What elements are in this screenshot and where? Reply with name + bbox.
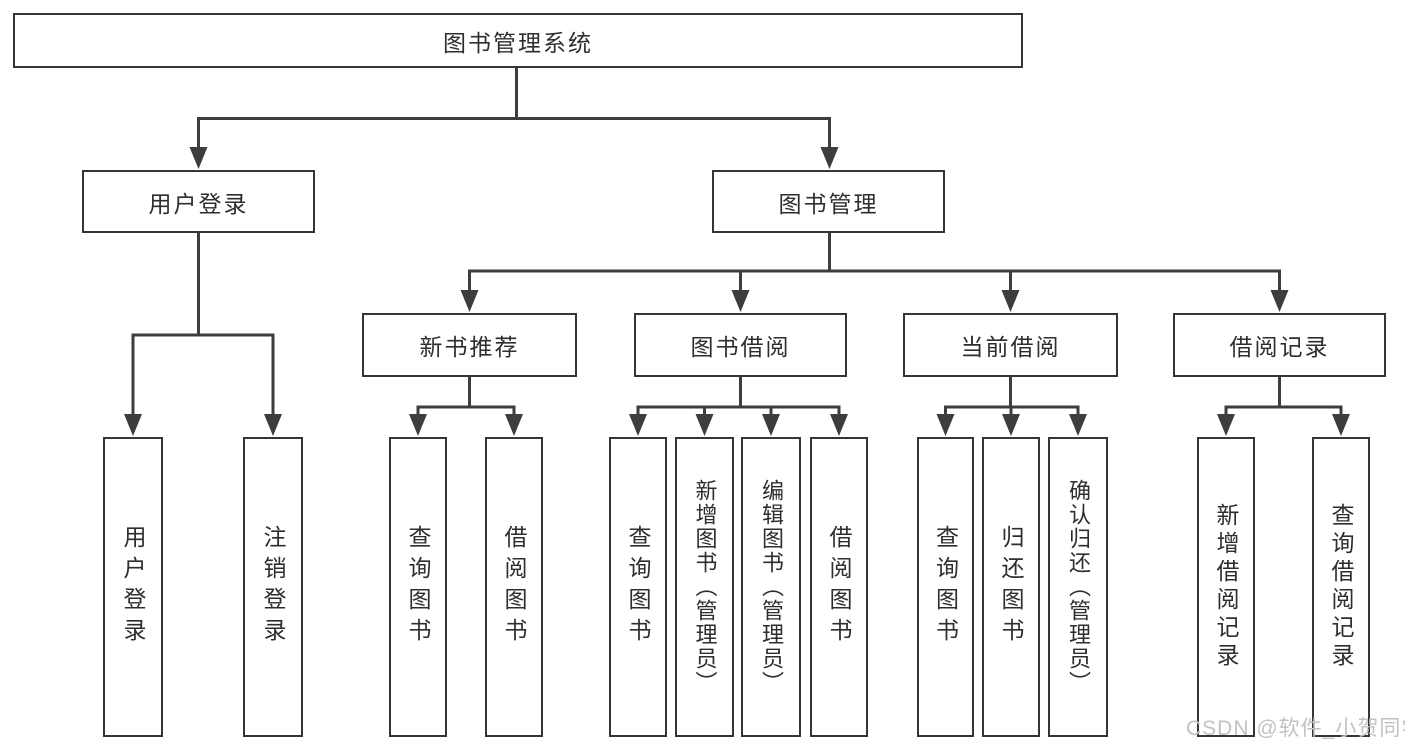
node-book-borrow-label: 图书借阅 — [690, 334, 791, 360]
leaf-add-borrow-record: 新增借阅记录 — [1197, 437, 1255, 737]
leaf-confirm-return-admin: 确认归还（管理员） — [1048, 437, 1108, 737]
leaf-query-books-borrow: 查询图书 — [609, 437, 667, 737]
leaf-query-books-current-label: 查询图书 — [932, 525, 959, 649]
leaf-query-books-borrow-label: 查询图书 — [625, 525, 651, 649]
node-borrow-records: 借阅记录 — [1173, 313, 1386, 377]
node-current-borrow-label: 当前借阅 — [960, 334, 1061, 360]
leaf-edit-book-admin: 编辑图书（管理员） — [741, 437, 801, 737]
node-book-management-label: 图书管理 — [778, 190, 879, 217]
leaf-query-borrow-record: 查询借阅记录 — [1312, 437, 1370, 737]
node-root-label: 图书管理系统 — [443, 29, 593, 56]
node-borrow-records-label: 借阅记录 — [1229, 334, 1330, 360]
node-new-book-recommend: 新书推荐 — [362, 313, 577, 377]
leaf-return-book: 归还图书 — [982, 437, 1040, 737]
leaf-query-borrow-record-label: 查询借阅记录 — [1328, 503, 1354, 671]
leaf-query-books-recommend: 查询图书 — [389, 437, 447, 737]
node-user-login-label: 用户登录 — [148, 190, 249, 217]
leaf-edit-book-admin-label: 编辑图书（管理员） — [759, 479, 784, 695]
leaf-user-login: 用户登录 — [103, 437, 163, 737]
node-book-management: 图书管理 — [712, 170, 945, 233]
leaf-borrow-books-recommend: 借阅图书 — [485, 437, 543, 737]
leaf-return-book-label: 归还图书 — [998, 525, 1024, 649]
leaf-user-login-label: 用户登录 — [120, 525, 146, 649]
leaf-query-books-current: 查询图书 — [917, 437, 974, 737]
leaf-logout: 注销登录 — [243, 437, 303, 737]
leaf-confirm-return-admin-label: 确认归还（管理员） — [1066, 479, 1091, 695]
leaf-query-books-recommend-label: 查询图书 — [405, 525, 431, 649]
leaf-borrow-books-recommend-label: 借阅图书 — [501, 525, 527, 649]
node-root: 图书管理系统 — [13, 13, 1023, 68]
watermark: CSDN @软件_小贺同学 — [1186, 717, 1405, 740]
leaf-borrow-books-2: 借阅图书 — [810, 437, 868, 737]
node-user-login: 用户登录 — [82, 170, 315, 233]
leaf-add-borrow-record-label: 新增借阅记录 — [1213, 503, 1239, 671]
leaf-add-book-admin-label: 新增图书（管理员） — [692, 479, 718, 695]
leaf-logout-label: 注销登录 — [260, 525, 286, 649]
leaf-borrow-books-2-label: 借阅图书 — [826, 525, 852, 649]
leaf-add-book-admin: 新增图书（管理员） — [675, 437, 734, 737]
node-new-book-recommend-label: 新书推荐 — [419, 334, 520, 360]
node-book-borrow: 图书借阅 — [634, 313, 847, 377]
node-current-borrow: 当前借阅 — [903, 313, 1118, 377]
